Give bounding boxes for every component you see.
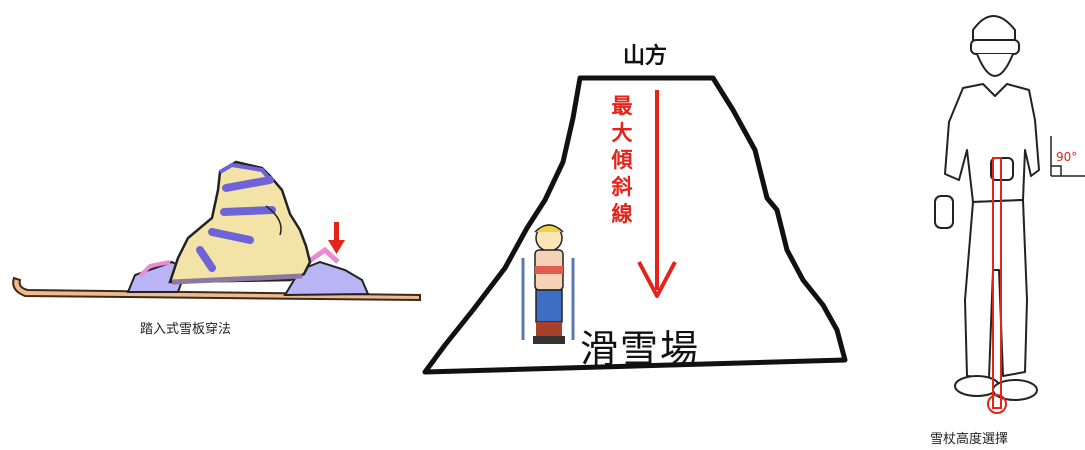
pants (964, 199, 1028, 379)
mountain-top-label: 山方 (623, 44, 668, 69)
skier-pole-drawing (934, 15, 1085, 414)
buckle-2 (220, 206, 276, 216)
helmet (972, 15, 1016, 43)
fall-line-label: 最大傾斜線 (611, 93, 633, 226)
press-down-arrow (328, 222, 345, 254)
mountain-drawing (422, 75, 848, 375)
angle-label: 90° (1056, 150, 1078, 164)
ski-area-label: 滑雪場 (580, 327, 701, 371)
buckle-4 (196, 246, 216, 272)
buckle-1 (222, 176, 274, 192)
ski-boot (168, 160, 312, 284)
skier-figure (521, 224, 575, 344)
jacket (944, 83, 1040, 203)
ski-binding-drawing (12, 160, 421, 302)
right-boot (992, 379, 1038, 401)
fall-line-arrow (637, 90, 677, 298)
ski-binding-illustration: 踏入式雪板穿法 (0, 0, 430, 450)
mountain-outline (422, 75, 848, 375)
mountain-fall-line-illustration: 山方 最大傾斜線 滑雪場 (415, 0, 855, 450)
ski-caption: 踏入式雪板穿法 (140, 322, 232, 337)
buckle-3 (208, 228, 254, 244)
right-angle-marker (1050, 136, 1085, 177)
ski-pole (987, 157, 1007, 414)
pole-height-illustration: 90° 雪杖高度選擇 (905, 0, 1085, 450)
pole-caption: 雪杖高度選擇 (930, 432, 1009, 447)
